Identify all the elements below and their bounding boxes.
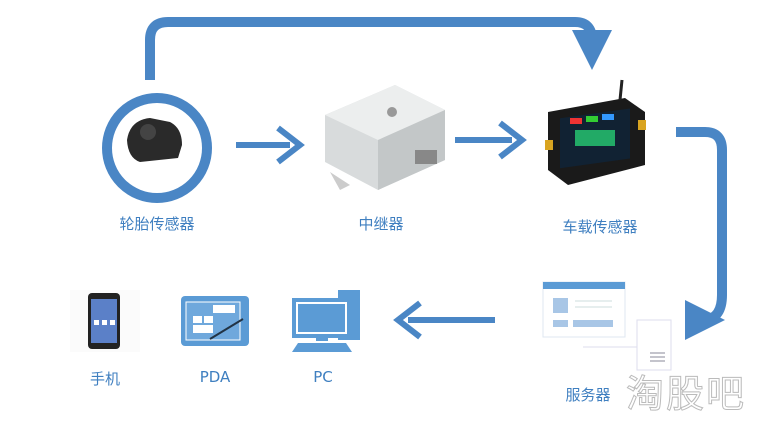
label-vehicle-sensor: 车载传感器 <box>562 218 638 236</box>
label-server: 服务器 <box>565 386 611 404</box>
watermark: 淘股吧 <box>625 372 747 417</box>
phone-icon <box>70 290 140 352</box>
vehicle-sensor-icon <box>545 79 646 185</box>
repeater-icon <box>325 85 445 190</box>
label-phone: 手机 <box>89 370 121 388</box>
arrow-tire-to-repeater <box>236 125 305 165</box>
arrow-server-to-clients <box>393 300 495 340</box>
arrow-vehicle-to-server <box>676 127 728 338</box>
label-tire-sensor: 轮胎传感器 <box>119 215 195 233</box>
server-icon <box>542 281 672 371</box>
arrow-tire-to-vehicle <box>145 17 612 80</box>
pc-icon <box>292 290 360 352</box>
tire-sensor-icon <box>102 93 212 203</box>
label-pda: PDA <box>199 368 231 386</box>
arrow-repeater-to-vehicle <box>455 120 527 160</box>
label-repeater: 中继器 <box>358 215 404 233</box>
label-pc: PC <box>313 368 333 386</box>
pda-icon <box>181 296 249 346</box>
